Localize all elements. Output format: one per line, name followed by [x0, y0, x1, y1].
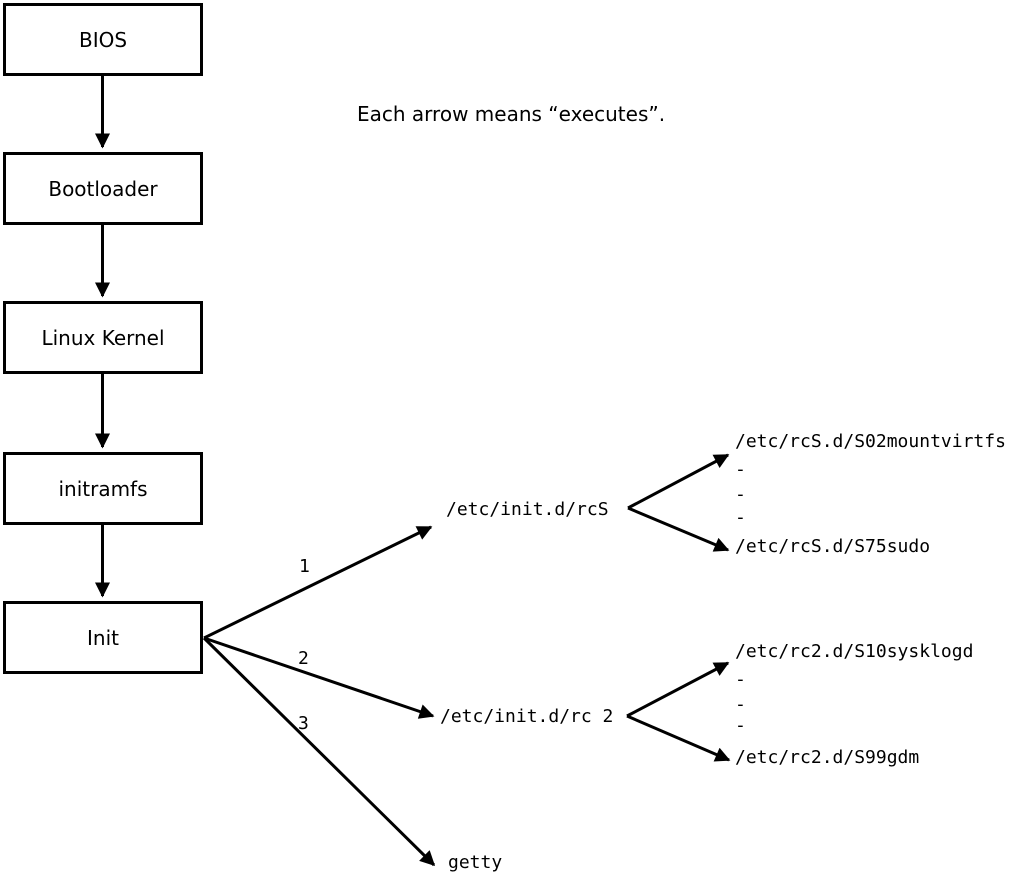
- rcs-ellipsis-dash-2: -: [735, 484, 746, 505]
- edge-init-rc2: [203, 636, 435, 719]
- node-init-label: Init: [87, 625, 119, 650]
- rc2-ellipsis-dash-2: -: [735, 694, 746, 715]
- node-linux-kernel-label: Linux Kernel: [41, 325, 165, 350]
- node-init: Init: [3, 601, 203, 674]
- leaf-getty: getty: [448, 852, 503, 873]
- leaf-rcs-s75sudo: /etc/rcS.d/S75sudo: [735, 536, 931, 557]
- leaf-rcs-s02mountvirtfs: /etc/rcS.d/S02mountvirtfs: [735, 431, 1006, 452]
- edge-label-2: 2: [298, 648, 309, 669]
- leaf-rc2-s10sysklogd: /etc/rc2.d/S10sysklogd: [735, 641, 974, 662]
- annotation-text: Each arrow means “executes”.: [357, 102, 666, 126]
- node-bios: BIOS: [3, 3, 203, 76]
- leaf-init-d-rc2: /etc/init.d/rc 2: [440, 706, 614, 727]
- rc2-ellipsis-dash-3: -: [735, 715, 746, 736]
- edge-label-3: 3: [298, 713, 309, 734]
- rcs-ellipsis-dash-3: -: [735, 507, 746, 528]
- node-bios-label: BIOS: [78, 27, 128, 52]
- rc2-ellipsis-dash-1: -: [735, 669, 746, 690]
- edge-rc2-s99gdm: [626, 714, 731, 762]
- edge-label-1: 1: [299, 556, 310, 577]
- node-initramfs: initramfs: [3, 452, 203, 525]
- edge-rcs-s02mountvirtfs: [627, 453, 730, 510]
- node-linux-kernel: Linux Kernel: [3, 301, 203, 374]
- node-bootloader: Bootloader: [3, 152, 203, 225]
- leaf-init-d-rcs: /etc/init.d/rcS: [446, 499, 609, 520]
- node-initramfs-label: initramfs: [58, 476, 148, 501]
- edge-init-rcs: [203, 525, 433, 640]
- leaf-rc2-s99gdm: /etc/rc2.d/S99gdm: [735, 747, 920, 768]
- rcs-ellipsis-dash-1: -: [735, 459, 746, 480]
- edge-rcs-s75sudo: [627, 506, 730, 552]
- edge-rc2-s10sysklogd: [626, 661, 730, 718]
- node-bootloader-label: Bootloader: [48, 176, 158, 201]
- edge-init-getty: [202, 636, 436, 867]
